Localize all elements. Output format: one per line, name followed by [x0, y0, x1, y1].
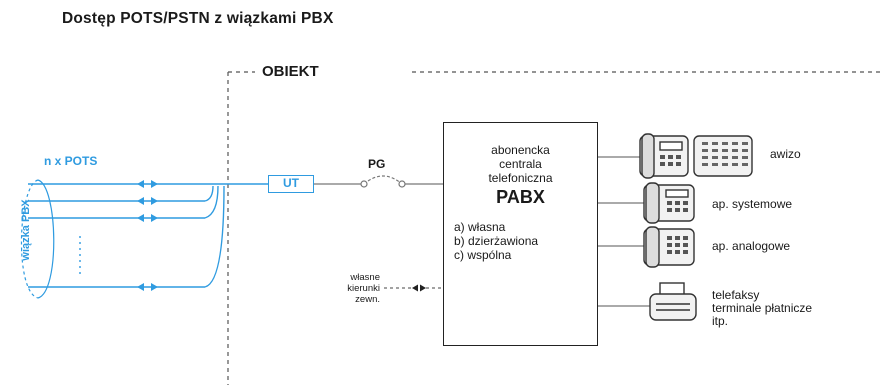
device-label-awizo: awizo: [770, 147, 801, 161]
arrow-pair: [137, 180, 158, 188]
external-line: zewn.: [355, 294, 380, 305]
page-title: Dostęp POTS/PSTN z wiązkami PBX: [62, 10, 334, 27]
phone-with-console-icon: [639, 133, 753, 179]
pg-label: PG: [368, 157, 386, 171]
external-arrow: [384, 284, 443, 292]
fax-label-line: telefaksy: [712, 288, 760, 302]
pbx-description: abonencka centrala telefoniczna: [444, 143, 597, 185]
device-label-fax: telefaksy terminale płatnicze itp.: [712, 289, 812, 328]
pots-lines-label: n x POTS: [44, 154, 98, 168]
pbx-name: PABX: [496, 187, 545, 207]
pbx-desc-line: telefoniczna: [488, 171, 553, 185]
external-directions-label: własne kierunki zewn.: [318, 272, 380, 305]
arrow-pair: [137, 283, 158, 291]
pbx-desc-line: centrala: [499, 157, 542, 171]
fax-icon: [649, 282, 697, 321]
pots-arrows: [137, 180, 158, 291]
pbx-box: abonencka centrala telefoniczna PABX a) …: [443, 122, 598, 346]
fax-label-line: terminale płatnicze: [712, 301, 813, 315]
object-label: OBIEKT: [262, 63, 319, 80]
trunk-line: [314, 175, 443, 188]
object-boundary: [227, 71, 884, 385]
ut-box: UT: [268, 175, 314, 193]
device-lines: [598, 156, 650, 307]
bundle-ellipse: [20, 179, 55, 299]
device-label-system: ap. systemowe: [712, 197, 793, 211]
pots-lines: [28, 183, 268, 288]
pbx-desc-line: abonencka: [491, 143, 550, 157]
system-phone-icon: [643, 182, 695, 224]
arrow-pair: [137, 214, 158, 222]
analog-phone-icon: [643, 226, 695, 268]
pbx-option: b) dzierżawiona: [454, 234, 539, 248]
external-line: własne: [350, 272, 380, 283]
device-label-analog: ap. analogowe: [712, 239, 791, 253]
bundle-label: wiązka PBX: [20, 199, 32, 261]
fax-label-line: itp.: [712, 314, 729, 328]
external-line: kierunki: [347, 283, 380, 294]
pbx-option: c) wspólna: [454, 248, 512, 262]
arrow-pair: [137, 197, 158, 205]
pbx-option: a) własna: [454, 220, 506, 234]
